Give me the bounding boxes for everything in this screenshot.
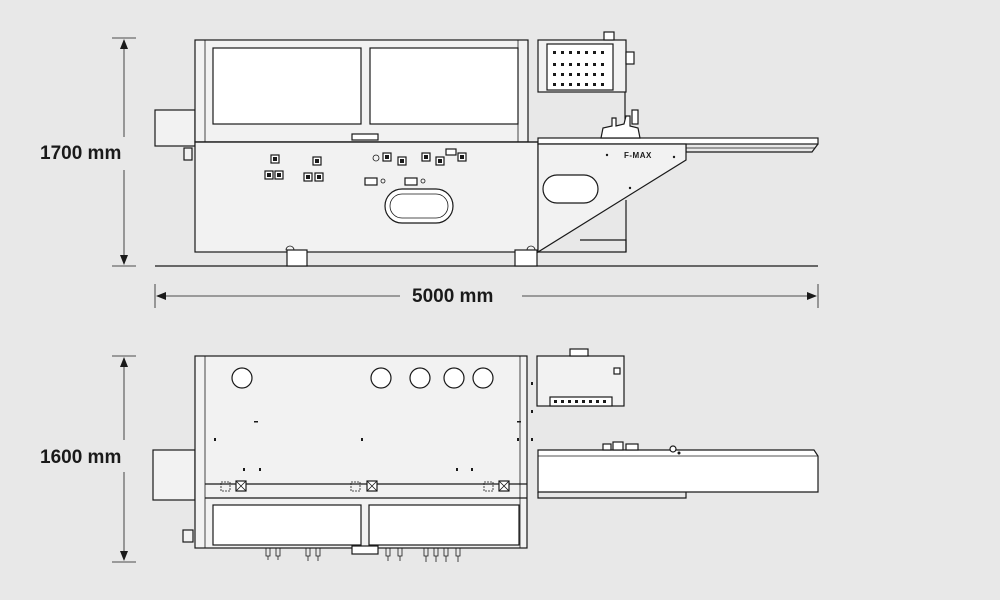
clamp-markers bbox=[220, 480, 510, 492]
left-connector bbox=[183, 147, 193, 161]
fence-guide bbox=[600, 115, 641, 139]
top-infeed-table bbox=[537, 449, 819, 493]
brand-label: F-MAX bbox=[624, 151, 652, 160]
dimension-label-1700: 1700 mm bbox=[40, 143, 121, 164]
left-side-unit bbox=[154, 109, 196, 147]
hood-window-left bbox=[212, 47, 362, 125]
hood-window-right bbox=[369, 47, 519, 125]
suction-ports bbox=[231, 367, 494, 389]
top-left-unit bbox=[152, 449, 196, 501]
side-oval bbox=[542, 174, 599, 204]
top-panel-left bbox=[212, 504, 362, 546]
dimension-width-top: 1600 mm bbox=[40, 355, 136, 563]
top-fence-guide bbox=[602, 441, 681, 455]
dimension-label-1600: 1600 mm bbox=[40, 447, 121, 468]
dimension-label-5000: 5000 mm bbox=[412, 286, 493, 307]
dimension-length: 5000 mm bbox=[154, 284, 819, 308]
oval-opening bbox=[384, 188, 454, 224]
bottom-connectors bbox=[265, 545, 461, 562]
top-view bbox=[152, 348, 819, 562]
front-view: F-MAX bbox=[154, 31, 819, 267]
infeed-table bbox=[537, 137, 819, 145]
cabinet-terminals bbox=[553, 51, 604, 86]
foot-right bbox=[514, 249, 538, 267]
top-cabinet-terminals bbox=[554, 400, 606, 403]
hood-handle bbox=[351, 133, 379, 141]
top-panel-right bbox=[368, 504, 520, 546]
dimension-height-front: 1700 mm bbox=[40, 37, 136, 267]
foot-left bbox=[286, 249, 308, 267]
control-buttons bbox=[264, 148, 467, 186]
side-panel bbox=[537, 143, 687, 254]
fixing-points bbox=[214, 421, 521, 471]
lower-body bbox=[194, 141, 539, 253]
